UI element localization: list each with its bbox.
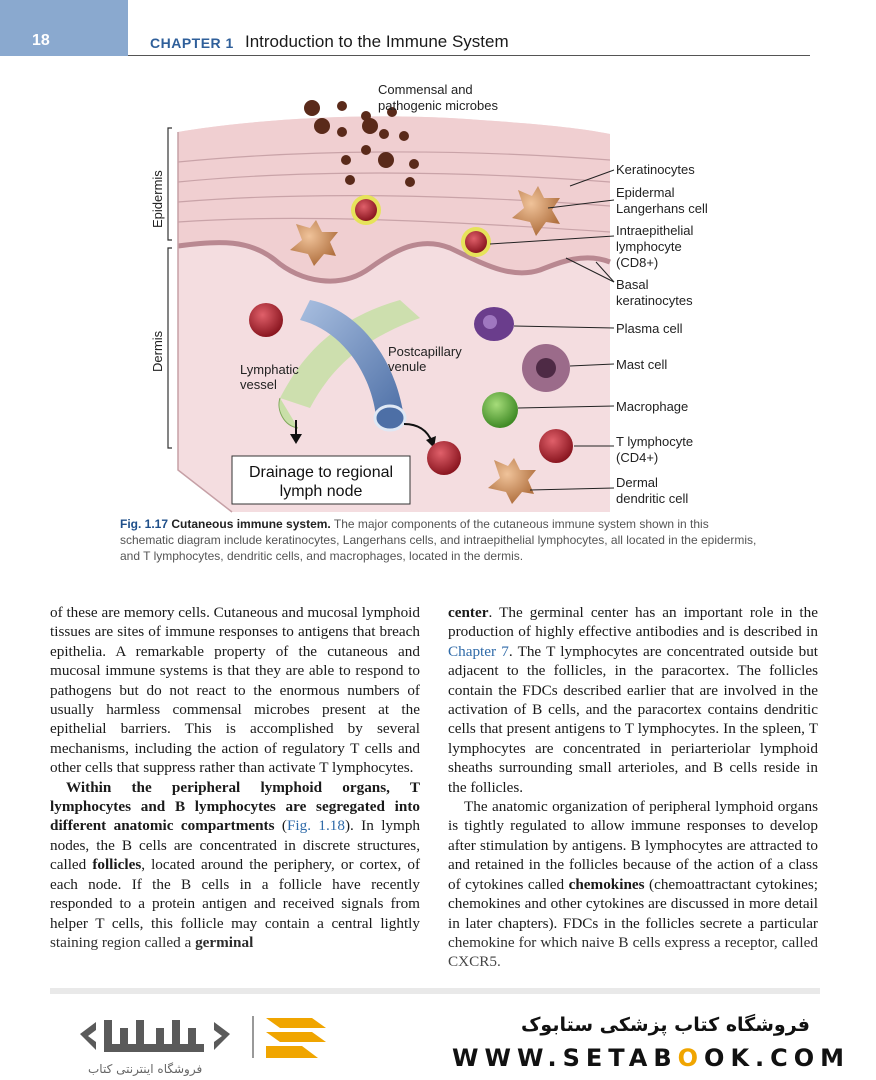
left-p2-bold: Within the peripheral lymphoid organs, T…	[50, 778, 420, 835]
germinal-term: germinal	[195, 933, 254, 951]
footer-divider	[50, 988, 820, 994]
basal-label-line2: keratinocytes	[616, 293, 693, 308]
cutaneous-immune-figure: Epidermis Dermis Commensal and pathogeni…	[150, 82, 708, 513]
left-p2-text-b: , located around the periphery, or corte…	[50, 856, 420, 951]
dermal-t-cell-3	[427, 441, 461, 475]
left-paragraph-2: Within the peripheral lymphoid organs, T…	[50, 778, 420, 953]
intraepithelial-lymphocyte-2	[461, 227, 491, 257]
drainage-label-line1: Drainage to regional	[249, 464, 393, 481]
store-name: فروشگاه کتاب پزشکی ستابوک	[520, 1014, 810, 1036]
store-url-o: O	[677, 1044, 705, 1072]
intraepithelial-lymphocyte-1	[351, 195, 381, 225]
keratinocytes-label: Keratinocytes	[616, 162, 695, 177]
right-paragraph-2: The anatomic organization of peripheral …	[448, 797, 818, 972]
caption-fig-number: Fig. 1.17	[120, 517, 169, 531]
microbes	[304, 100, 419, 187]
dermal-dc-label-line2: dendritic cell	[616, 491, 688, 506]
logo-caption: فروشگاه اینترنتی کتاب	[88, 1062, 203, 1076]
store-url-part1: WWW.SETAB	[452, 1044, 678, 1072]
microbes-label-line1: Commensal and	[378, 82, 473, 97]
dermal-t-cell-2	[539, 429, 573, 463]
macrophage	[482, 392, 518, 428]
caption-text: The major components of the cutaneous im…	[120, 517, 757, 563]
left-paragraph-1: of these are memory cells. Cutaneous and…	[50, 604, 420, 777]
caption-title: Cutaneous immune system.	[171, 517, 331, 531]
macrophage-label: Macrophage	[616, 399, 688, 414]
dermis-label: Dermis	[150, 330, 165, 372]
langerhans-label-line1: Epidermal	[616, 185, 675, 200]
right-p2-text-b: (chemoattractant cytokines; chemokines a…	[448, 875, 818, 971]
body-column-right: center. The germinal center has an impor…	[448, 603, 818, 972]
langerhans-cell-2	[290, 220, 338, 266]
dermal-dc-label-line1: Dermal	[616, 475, 658, 490]
leader-lines	[489, 169, 615, 491]
epidermis-bracket	[167, 127, 172, 241]
store-url-part2: OK.COM	[704, 1044, 851, 1072]
watermark-footer: فروشگاه اینترنتی کتاب فروشگاه کتاب پزشکی…	[0, 994, 876, 1080]
chemokines-term: chemokines	[568, 875, 645, 893]
tcell-label-line2: (CD4+)	[616, 450, 658, 465]
epidermis-label: Epidermis	[150, 170, 165, 228]
lymphatic-vessel	[280, 300, 420, 408]
right-p1-text-a: . The germinal center has an important r…	[448, 604, 818, 641]
basal-label-line1: Basal	[616, 277, 649, 292]
drainage-label-line2: lymph node	[280, 483, 363, 500]
microbes-label-line2: pathogenic microbes	[378, 98, 498, 113]
iel-label-line3: (CD8+)	[616, 255, 658, 270]
figure-caption: Fig. 1.17 Cutaneous immune system. The m…	[120, 516, 760, 564]
mast-cell	[522, 344, 570, 392]
basal-keratinocyte-line	[177, 240, 611, 284]
right-p2-text-a: The anatomic organization of peripheral …	[448, 798, 818, 893]
plasma-label: Plasma cell	[616, 321, 683, 336]
center-term: center	[448, 604, 489, 621]
page-number: 18	[32, 32, 50, 49]
lymphatic-label-line2: vessel	[240, 377, 277, 392]
follicles-term: follicles	[92, 856, 142, 874]
chapter-title: Introduction to the Immune System	[245, 32, 509, 51]
postcapillary-venule	[300, 300, 404, 418]
chapter-7-link[interactable]: Chapter 7	[448, 642, 509, 660]
header-rule	[128, 55, 810, 56]
mast-label: Mast cell	[616, 357, 667, 372]
dermal-dendritic-cell	[488, 458, 536, 504]
postcapillary-label-line2: venule	[388, 359, 426, 374]
plasma-cell	[474, 307, 514, 341]
dermis-bracket	[167, 247, 172, 449]
body-column-left: of these are memory cells. Cutaneous and…	[50, 603, 420, 952]
chapter-label: CHAPTER 1	[150, 35, 234, 51]
drainage-box	[231, 455, 411, 505]
tcell-label-line1: T lymphocyte	[616, 434, 693, 449]
langerhans-label-line2: Langerhans cell	[616, 201, 708, 216]
header-band	[0, 0, 128, 56]
right-paragraph-1: center. The germinal center has an impor…	[448, 603, 818, 797]
left-p2-paren: (	[274, 817, 287, 835]
langerhans-cell-1	[512, 186, 560, 236]
right-p1-text-b: . The T lymphocytes are concentrated out…	[448, 642, 819, 796]
store-url: WWW.SETABOOK.COM	[452, 1044, 850, 1072]
epidermis-layer	[178, 116, 610, 282]
postcapillary-label-line1: Postcapillary	[388, 344, 462, 359]
left-p2-text-a: ). In lymph nodes, the B cells are conce…	[50, 817, 421, 874]
setabook-logo-icon	[80, 1016, 326, 1058]
iel-label-line2: lymphocyte	[616, 239, 682, 254]
iel-label-line1: Intraepithelial	[616, 223, 693, 238]
lymphatic-label-line1: Lymphatic	[240, 362, 299, 377]
fig-1-18-link[interactable]: Fig. 1.18	[286, 817, 345, 835]
dermal-t-cell-1	[249, 303, 283, 337]
